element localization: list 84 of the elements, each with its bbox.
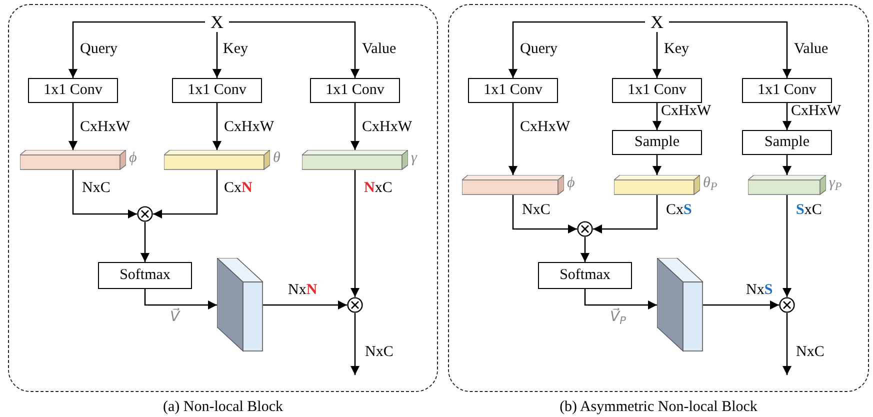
edge-label: NxC bbox=[365, 345, 394, 360]
arrow bbox=[144, 289, 217, 310]
arrow bbox=[508, 21, 645, 78]
arrow bbox=[593, 195, 658, 234]
input-label: X bbox=[205, 12, 229, 32]
symbol-label: ϕ bbox=[567, 176, 575, 191]
edge-label: NxC bbox=[364, 181, 392, 196]
process-box: 1x1 Conv bbox=[612, 78, 702, 103]
feature-bar bbox=[164, 150, 270, 170]
input-label: X bbox=[645, 12, 669, 32]
arrow bbox=[782, 195, 792, 297]
edge-label: NxN bbox=[288, 283, 318, 298]
arrow bbox=[212, 32, 222, 78]
edge-label: NxC bbox=[796, 345, 824, 360]
process-box: 1x1 Conv bbox=[742, 78, 832, 103]
arrow bbox=[782, 155, 792, 175]
arrow bbox=[153, 170, 218, 219]
symbol-label: γ bbox=[411, 151, 417, 166]
symbol-label: θ bbox=[273, 151, 280, 166]
multiply-symbol bbox=[137, 206, 153, 222]
edge-label: CxHxW bbox=[661, 104, 711, 119]
process-box: 1x1 Conv bbox=[310, 78, 400, 103]
feature-bar bbox=[462, 175, 564, 195]
symbol-label: θ$_{P}$ bbox=[703, 176, 718, 191]
edge-label: CxHxW bbox=[362, 120, 412, 135]
arrow bbox=[652, 155, 662, 175]
edge-label: SxC bbox=[796, 203, 822, 218]
panel-caption: (a) Non-local Block bbox=[162, 400, 284, 415]
process-box: Sample bbox=[612, 130, 702, 155]
edge-label: Query bbox=[80, 42, 118, 57]
process-box: Softmax bbox=[98, 262, 192, 289]
process-box: Softmax bbox=[538, 262, 632, 289]
arrow bbox=[263, 300, 347, 310]
symbol-label: γ$_{P}$ bbox=[829, 176, 842, 191]
arrow bbox=[212, 103, 222, 150]
attention-map-block bbox=[657, 258, 703, 352]
edge-label: CxN bbox=[224, 181, 252, 196]
feature-bar bbox=[614, 175, 700, 195]
arrow bbox=[140, 222, 150, 262]
arrow bbox=[68, 21, 205, 78]
arrow bbox=[782, 103, 792, 130]
feature-bar bbox=[748, 175, 826, 195]
arrow bbox=[584, 289, 657, 310]
edge-label: V⃗ bbox=[170, 310, 180, 324]
edge-label: Key bbox=[223, 42, 248, 57]
arrow bbox=[72, 170, 137, 219]
arrow bbox=[350, 313, 360, 375]
edge-label: CxHxW bbox=[224, 120, 274, 135]
process-box: 1x1 Conv bbox=[468, 78, 558, 103]
arrow bbox=[229, 21, 360, 78]
edge-label: V⃗$_{P}$ bbox=[610, 310, 626, 324]
attention-map-block bbox=[217, 258, 263, 352]
edge-label: CxS bbox=[666, 203, 692, 218]
multiply-symbol bbox=[347, 297, 363, 313]
arrow bbox=[782, 313, 792, 375]
edge-label: NxC bbox=[522, 203, 550, 218]
arrow bbox=[350, 103, 360, 150]
multiply-symbol bbox=[577, 221, 593, 237]
edge-label: Query bbox=[520, 42, 558, 57]
panel-caption: (b) Asymmetric Non-local Block bbox=[558, 400, 758, 415]
arrow bbox=[68, 103, 78, 150]
edge-label: CxHxW bbox=[791, 104, 841, 119]
feature-bar bbox=[20, 150, 126, 170]
arrow bbox=[580, 237, 590, 262]
arrow bbox=[703, 300, 779, 310]
edge-label: NxS bbox=[746, 283, 773, 298]
edge-label: CxHxW bbox=[520, 120, 570, 135]
arrow bbox=[652, 103, 662, 130]
arrow bbox=[652, 32, 662, 78]
edge-label: NxC bbox=[82, 181, 110, 196]
edge-label: Value bbox=[794, 42, 828, 57]
edge-label: Key bbox=[664, 42, 689, 57]
symbol-label: ϕ bbox=[129, 151, 137, 166]
feature-bar bbox=[302, 150, 408, 170]
arrow bbox=[350, 170, 360, 297]
multiply-symbol bbox=[779, 297, 795, 313]
edge-label: Value bbox=[362, 42, 396, 57]
edge-label: CxHxW bbox=[80, 120, 130, 135]
arrow bbox=[512, 195, 577, 234]
process-box: 1x1 Conv bbox=[28, 78, 118, 103]
arrow bbox=[669, 21, 792, 78]
process-box: 1x1 Conv bbox=[172, 78, 262, 103]
process-box: Sample bbox=[742, 130, 832, 155]
arrow bbox=[508, 103, 518, 175]
